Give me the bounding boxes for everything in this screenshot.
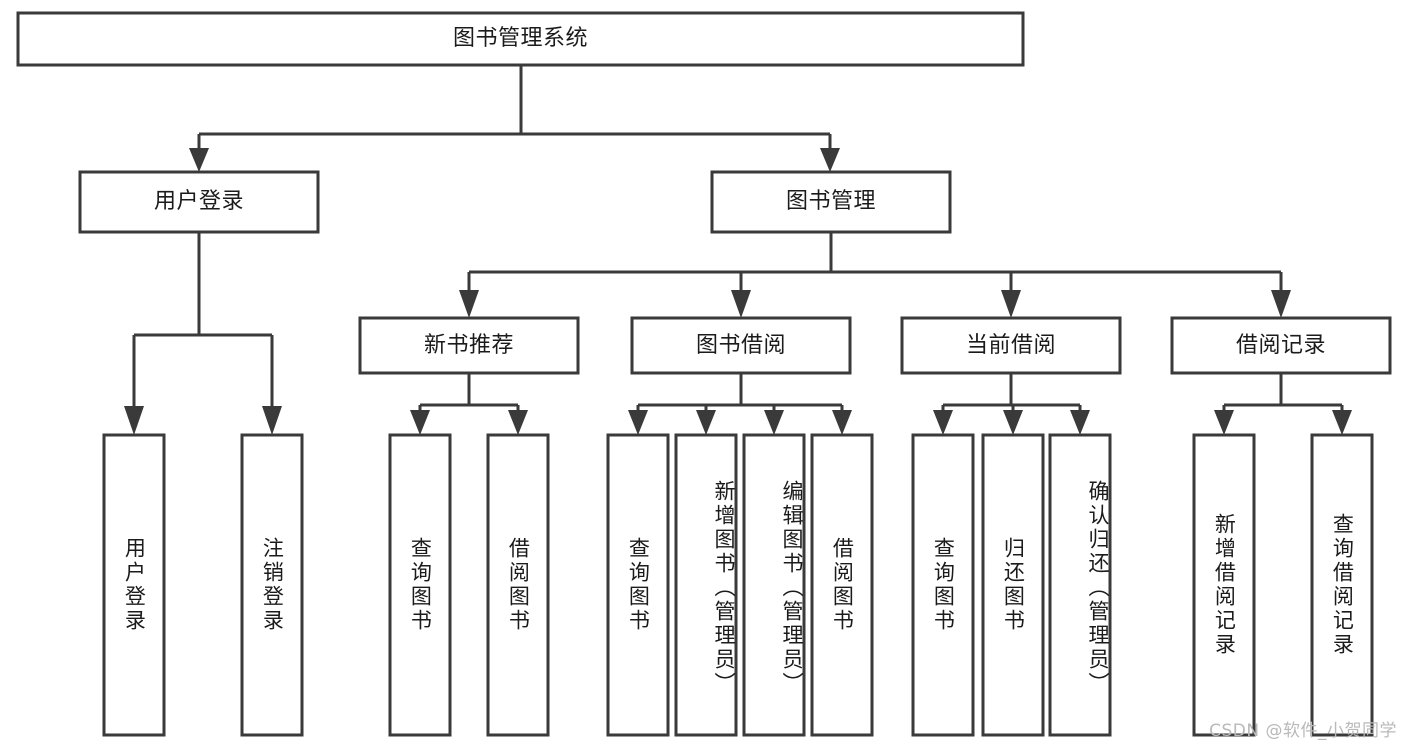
node-box-leaf-confirm-return[interactable] xyxy=(1048,433,1112,737)
connector-borrowrecord-to-leaves xyxy=(1214,373,1352,435)
node-box-leaf-query-book-3[interactable] xyxy=(911,433,975,737)
node-box-root[interactable] xyxy=(16,11,1025,67)
node-box-leaf-query-book-2[interactable] xyxy=(606,433,670,737)
node-box-book-manage[interactable] xyxy=(710,170,952,234)
node-box-current-borrow[interactable] xyxy=(900,316,1122,375)
connector-bookmanage-to-level3 xyxy=(459,232,1291,318)
node-box-leaf-borrow-book-2[interactable] xyxy=(810,433,874,737)
node-box-leaf-query-book-1[interactable] xyxy=(388,433,452,737)
node-box-leaf-user-login[interactable] xyxy=(102,433,166,737)
watermark-text: CSDN @软件_小贺同学 xyxy=(1209,721,1397,741)
node-box-user-login[interactable] xyxy=(78,170,320,234)
node-box-leaf-user-logout[interactable] xyxy=(240,433,304,737)
connector-bookborrow-to-leaves xyxy=(628,373,852,435)
node-box-leaf-return-book[interactable] xyxy=(981,433,1045,737)
node-box-new-book-rec[interactable] xyxy=(358,316,580,375)
node-box-book-borrow[interactable] xyxy=(630,316,852,375)
connector-currentborrow-to-leaves xyxy=(933,373,1090,435)
connector-newbookrec-to-leaves xyxy=(410,373,528,435)
node-box-leaf-add-book[interactable] xyxy=(674,433,738,737)
connector-root-to-level2 xyxy=(189,65,840,172)
node-box-borrow-record[interactable] xyxy=(1170,316,1392,375)
node-box-leaf-borrow-book-1[interactable] xyxy=(486,433,550,737)
connector-userlogin-to-leaves xyxy=(124,232,282,435)
node-box-leaf-add-record[interactable] xyxy=(1192,433,1256,737)
node-box-leaf-edit-book[interactable] xyxy=(742,433,806,737)
node-box-leaf-query-record[interactable] xyxy=(1310,433,1374,737)
